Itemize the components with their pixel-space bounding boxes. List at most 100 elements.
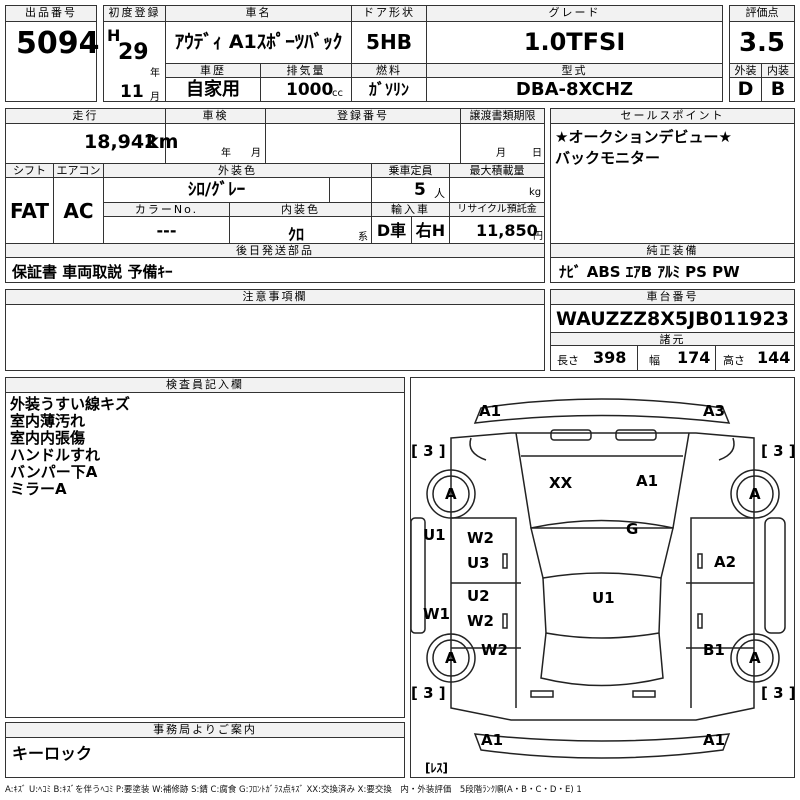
notes-box: 注意事項欄 xyxy=(5,289,545,371)
width: 174 xyxy=(677,348,711,367)
reg-month: 11 xyxy=(120,82,144,102)
displacement-unit: cc xyxy=(332,88,343,99)
recycle-fee: 11,850 xyxy=(476,221,538,240)
inspection-month-unit: 月 xyxy=(251,148,261,159)
exterior-label: 外装 xyxy=(730,64,762,78)
inspection-label: 車検 xyxy=(166,109,266,124)
grade-label: グレード xyxy=(427,6,722,22)
mark-rear-right: A1 xyxy=(703,731,725,749)
sales-point-line: ★オークションデビュー★ xyxy=(555,128,732,146)
color-no: --- xyxy=(104,217,230,244)
inspector-lines: 外装うすい線キズ 室内薄汚れ 室内内張傷 ハンドルすれ バンパー下A ミラーA xyxy=(10,396,130,498)
car-outline xyxy=(411,398,786,759)
inspector-label: 検査員記入欄 xyxy=(6,378,404,393)
ac: AC xyxy=(54,178,104,244)
color-no-label: カラーNo. xyxy=(104,203,230,217)
equipment-items: ﾅﾋﾞ ABS ｴｱB ｱﾙﾐ PS PW xyxy=(559,263,740,281)
mark-door-rl-w2: W2 xyxy=(467,612,494,630)
chassis-box: 車台番号 WAUZZZ8X5JB011923 諸元 長さ 398 幅 174 高… xyxy=(550,289,795,371)
transfer-cell xyxy=(461,124,544,164)
width-label: 幅 xyxy=(649,354,660,367)
transfer-label: 譲渡書類期限 xyxy=(461,109,544,124)
inspector-box: 検査員記入欄 外装うすい線キズ 室内薄汚れ 室内内張傷 ハンドルすれ バンパー下… xyxy=(5,377,405,718)
inspector-line: ハンドルすれ xyxy=(10,446,101,464)
reg-year: 29 xyxy=(118,40,149,65)
plate-label: 登録番号 xyxy=(266,109,461,124)
ac-label: エアコン xyxy=(54,164,104,178)
mark-rear-left: A1 xyxy=(481,731,503,749)
recycle-label: リサイクル預託金 xyxy=(450,203,544,217)
inspector-line: 外装うすい線キズ xyxy=(10,395,131,413)
mark-rear-w2: W2 xyxy=(481,641,508,659)
ext-color: ｼﾛ/ｸﾞﾚｰ xyxy=(104,178,330,203)
mark-roof-u1: U1 xyxy=(592,589,615,607)
vehicle-header-box: 初度登録 車名 ドア形状 グレード H 29 年 11 月 ｱｳﾃﾞｨ A1ｽﾎ… xyxy=(103,5,723,103)
spare-tire: [ﾚｽ] xyxy=(425,761,448,775)
mark-door-fl-w2: W2 xyxy=(467,529,494,547)
capacity: 5 xyxy=(414,180,426,200)
length: 398 xyxy=(593,348,627,367)
month-unit: 月 xyxy=(150,92,160,103)
transfer-month-unit: 月 xyxy=(496,148,506,159)
mark-door-fl-u3: U3 xyxy=(467,554,490,572)
equipment-label: 純正装備 xyxy=(551,243,794,258)
interior-grade: B xyxy=(770,78,786,100)
plate-cell xyxy=(266,124,461,164)
details-box: 走行 車検 登録番号 譲渡書類期限 18,942 km 年 月 月 日 シフト … xyxy=(5,108,545,283)
first-reg-cell xyxy=(104,22,166,101)
office-box: 事務局よりご案内 キーロック xyxy=(5,722,405,778)
height: 144 xyxy=(757,348,791,367)
spec-label: 諸元 xyxy=(551,332,794,346)
sales-points-label: セールスポイント xyxy=(551,109,794,124)
tire-rl: [ 3 ] xyxy=(411,684,446,702)
history: 自家用 xyxy=(166,78,261,101)
steering: 右H xyxy=(412,217,450,244)
car-diagram-box: A1 A3 [ 3 ] [ 3 ] A A XX A1 U1 W2 U3 G A… xyxy=(410,377,795,778)
mileage-label: 走行 xyxy=(6,109,166,124)
chassis-label: 車台番号 xyxy=(551,290,794,305)
wheels xyxy=(426,469,780,683)
inspector-line: 室内内張傷 xyxy=(10,429,86,447)
capacity-unit: 人 xyxy=(434,187,445,200)
int-color: ｸﾛ xyxy=(288,225,305,244)
wheel-fl: A xyxy=(445,485,457,503)
spec-divider-2 xyxy=(715,346,716,370)
sales-points-lines: ★オークションデビュー★ バックモニター xyxy=(555,129,732,167)
car-name: ｱｳﾃﾞｨ A1ｽﾎﾟｰﾂﾊﾞｯｸ xyxy=(166,22,352,64)
model-code-label: 型式 xyxy=(427,64,722,78)
chassis-number: WAUZZZ8X5JB011923 xyxy=(556,308,789,330)
inspector-line: ミラーA xyxy=(10,480,67,498)
notes-label: 注意事項欄 xyxy=(6,290,544,305)
mark-door-rl-u2: U2 xyxy=(467,587,490,605)
grade: 1.0TFSI xyxy=(427,22,722,64)
score-box: 評価点 3.5 外装 内装 D B xyxy=(729,5,795,102)
height-label: 高さ xyxy=(723,354,745,367)
car-diagram: A1 A3 [ 3 ] [ 3 ] A A XX A1 U1 W2 U3 G A… xyxy=(411,398,794,775)
later-parts-label: 後日発送部品 xyxy=(6,243,544,258)
mark-right-a2: A2 xyxy=(714,553,736,571)
inspection-year-unit: 年 xyxy=(221,148,231,159)
mark-hood-right: A1 xyxy=(636,472,658,490)
mark-left-u1: U1 xyxy=(423,526,446,544)
tire-fr: [ 3 ] xyxy=(761,442,794,460)
later-parts: 保証書 車両取説 予備ｷｰ xyxy=(12,263,173,281)
inspection-cell xyxy=(166,124,266,164)
mark-front-left: A1 xyxy=(479,402,501,420)
max-load-unit: kg xyxy=(529,187,542,198)
import-label: 輸入車 xyxy=(372,203,450,217)
office-text: キーロック xyxy=(12,744,93,763)
tire-fl: [ 3 ] xyxy=(411,442,446,460)
damage-marks: A1 A3 [ 3 ] [ 3 ] A A XX A1 U1 W2 U3 G A… xyxy=(411,402,794,775)
year-unit: 年 xyxy=(150,68,160,79)
mileage-cell xyxy=(6,124,166,164)
inspector-line: バンパー下A xyxy=(10,463,98,481)
shift: FAT xyxy=(6,178,54,244)
tire-rr: [ 3 ] xyxy=(761,684,794,702)
capacity-cell xyxy=(372,178,450,203)
fuel: ｶﾞｿﾘﾝ xyxy=(352,78,427,101)
inspector-line: 室内薄汚れ xyxy=(10,412,86,430)
history-label: 車歴 xyxy=(166,64,261,78)
displacement-cell xyxy=(261,78,352,101)
capacity-label: 乗車定員 xyxy=(372,164,450,178)
displacement-label: 排気量 xyxy=(261,64,352,78)
